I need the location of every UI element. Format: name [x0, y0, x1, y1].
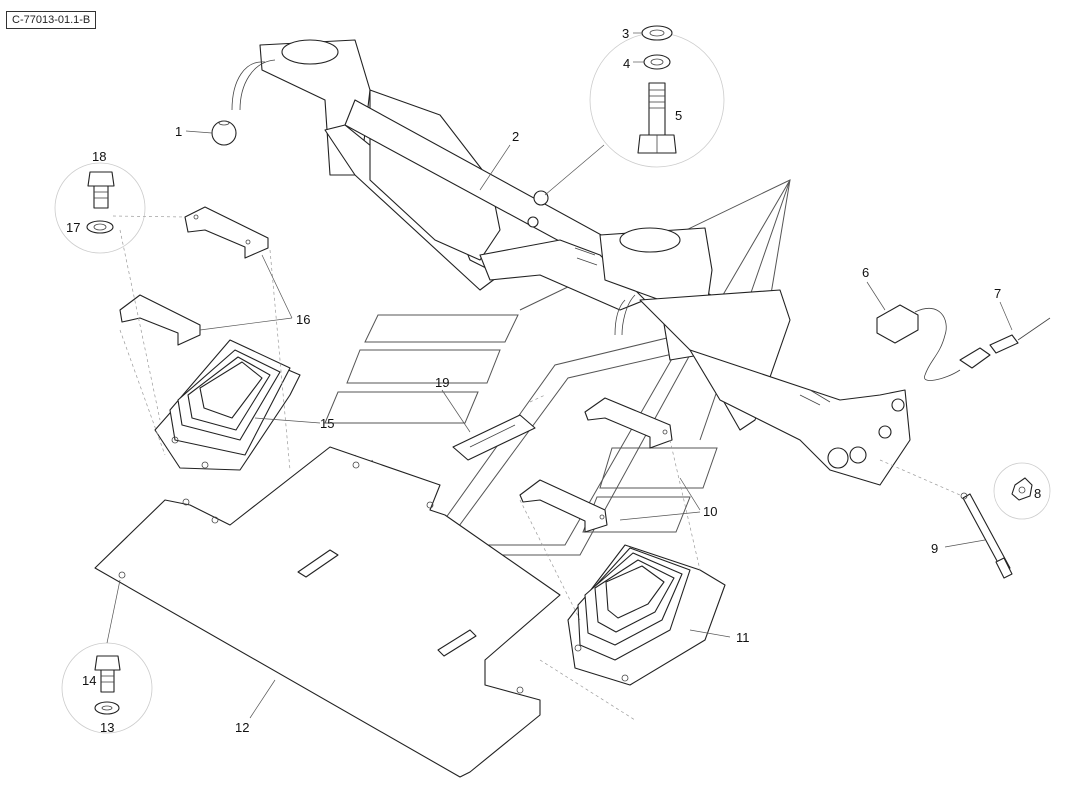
callout-6: 6: [862, 265, 869, 280]
center-brackets: [519, 397, 673, 533]
callout-12: 12: [235, 720, 249, 735]
callout-1: 1: [175, 124, 182, 139]
callout-19: 19: [435, 375, 449, 390]
bolt-washer-stack: [637, 25, 677, 154]
callout-5: 5: [675, 108, 682, 123]
callout-11: 11: [736, 630, 750, 645]
callout-8: 8: [1034, 486, 1041, 501]
callout-10: 10: [703, 504, 717, 519]
upper-rubber-boot: [154, 339, 301, 471]
callout-16: 16: [296, 312, 310, 327]
floor-plate: [94, 446, 561, 778]
drawing-reference-label: C-77013-01.1-B: [6, 11, 97, 29]
label-plate: [452, 414, 536, 461]
callout-15: 15: [320, 416, 334, 431]
sensor-with-harness: [876, 304, 1051, 381]
upper-fasteners: [86, 171, 115, 234]
gas-strut-and-clip: [960, 477, 1033, 579]
assembly-dashed-lines: [112, 215, 961, 721]
callout-17: 17: [66, 220, 80, 235]
callout-14: 14: [82, 673, 96, 688]
mounting-brackets: [119, 206, 269, 346]
detail-circle-clip: [993, 462, 1051, 520]
pedal-support-frame: [231, 39, 911, 486]
callout-3: 3: [622, 26, 629, 41]
lower-fasteners: [94, 655, 121, 715]
lower-rubber-boot: [567, 544, 726, 686]
callout-13: 13: [100, 720, 114, 735]
leader-lines: [106, 32, 1013, 719]
knob-part: [211, 120, 237, 146]
callout-4: 4: [623, 56, 630, 71]
callout-18: 18: [92, 149, 106, 164]
callout-7: 7: [994, 286, 1001, 301]
callout-labels: 1 2 3 4 5 6 7 8 9 10 11 12 13 14 15 16 1…: [66, 26, 1041, 735]
detail-circle-upper-fasteners: [54, 162, 146, 254]
callout-2: 2: [512, 129, 519, 144]
callout-9: 9: [931, 541, 938, 556]
